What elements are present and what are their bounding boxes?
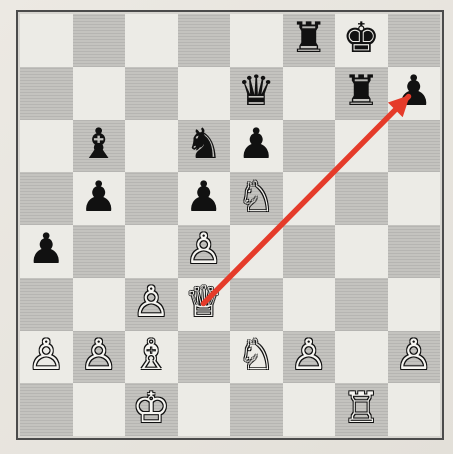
square-c3[interactable]: ♙ <box>125 278 178 331</box>
square-e8[interactable] <box>230 14 283 67</box>
chess-board: ♜ ♚ ♛ ♜ ♟ ♝ ♞ ♟ ♟ ♟ ♘ ♟ ♙ ♙ ♕ ♙ ♙ ♗ ♘ ♙ ♙ ♔ ♖ <box>20 14 440 436</box>
piece-b2[interactable]: ♙ <box>80 334 118 376</box>
square-a7[interactable] <box>20 67 73 120</box>
square-c7[interactable] <box>125 67 178 120</box>
square-c5[interactable] <box>125 172 178 225</box>
square-a6[interactable] <box>20 120 73 173</box>
piece-b5[interactable]: ♟ <box>80 176 118 218</box>
square-b4[interactable] <box>73 225 126 278</box>
square-g3[interactable] <box>335 278 388 331</box>
square-e5[interactable]: ♘ <box>230 172 283 225</box>
square-h7[interactable]: ♟ <box>388 67 441 120</box>
square-d8[interactable] <box>178 14 231 67</box>
square-d2[interactable] <box>178 331 231 384</box>
square-h8[interactable] <box>388 14 441 67</box>
square-e3[interactable] <box>230 278 283 331</box>
square-c2[interactable]: ♗ <box>125 331 178 384</box>
square-c1[interactable]: ♔ <box>125 383 178 436</box>
square-b7[interactable] <box>73 67 126 120</box>
square-b1[interactable] <box>73 383 126 436</box>
square-h2[interactable]: ♙ <box>388 331 441 384</box>
square-f2[interactable]: ♙ <box>283 331 336 384</box>
square-h1[interactable] <box>388 383 441 436</box>
square-d5[interactable]: ♟ <box>178 172 231 225</box>
square-g1[interactable]: ♖ <box>335 383 388 436</box>
piece-g1[interactable]: ♖ <box>342 387 380 429</box>
square-b6[interactable]: ♝ <box>73 120 126 173</box>
square-g7[interactable]: ♜ <box>335 67 388 120</box>
square-b8[interactable] <box>73 14 126 67</box>
piece-d5[interactable]: ♟ <box>185 176 223 218</box>
square-f5[interactable] <box>283 172 336 225</box>
piece-a2[interactable]: ♙ <box>27 334 65 376</box>
square-f7[interactable] <box>283 67 336 120</box>
square-c6[interactable] <box>125 120 178 173</box>
square-g2[interactable] <box>335 331 388 384</box>
square-a4[interactable]: ♟ <box>20 225 73 278</box>
piece-f2[interactable]: ♙ <box>290 334 328 376</box>
square-b5[interactable]: ♟ <box>73 172 126 225</box>
chess-board-frame: ♜ ♚ ♛ ♜ ♟ ♝ ♞ ♟ ♟ ♟ ♘ ♟ ♙ ♙ ♕ ♙ ♙ ♗ ♘ ♙ ♙ ♔ ♖ <box>16 10 444 440</box>
piece-d3[interactable]: ♕ <box>185 281 223 323</box>
piece-c3[interactable]: ♙ <box>132 281 170 323</box>
square-b3[interactable] <box>73 278 126 331</box>
square-a2[interactable]: ♙ <box>20 331 73 384</box>
square-a1[interactable] <box>20 383 73 436</box>
square-g5[interactable] <box>335 172 388 225</box>
square-a5[interactable] <box>20 172 73 225</box>
square-f8[interactable]: ♜ <box>283 14 336 67</box>
square-c4[interactable] <box>125 225 178 278</box>
piece-d4[interactable]: ♙ <box>185 228 223 270</box>
square-e2[interactable]: ♘ <box>230 331 283 384</box>
square-g6[interactable] <box>335 120 388 173</box>
piece-a4[interactable]: ♟ <box>27 228 65 270</box>
piece-h7[interactable]: ♟ <box>395 70 433 112</box>
square-h4[interactable] <box>388 225 441 278</box>
square-d3[interactable]: ♕ <box>178 278 231 331</box>
square-f4[interactable] <box>283 225 336 278</box>
piece-e2[interactable]: ♘ <box>237 334 275 376</box>
piece-c2[interactable]: ♗ <box>132 334 170 376</box>
square-f1[interactable] <box>283 383 336 436</box>
piece-e5[interactable]: ♘ <box>237 176 275 218</box>
square-d7[interactable] <box>178 67 231 120</box>
square-d1[interactable] <box>178 383 231 436</box>
square-h6[interactable] <box>388 120 441 173</box>
square-g4[interactable] <box>335 225 388 278</box>
square-h3[interactable] <box>388 278 441 331</box>
square-a3[interactable] <box>20 278 73 331</box>
piece-b6[interactable]: ♝ <box>80 123 118 165</box>
square-f6[interactable] <box>283 120 336 173</box>
square-f3[interactable] <box>283 278 336 331</box>
piece-e7[interactable]: ♛ <box>237 70 275 112</box>
piece-f8[interactable]: ♜ <box>290 17 328 59</box>
piece-c1[interactable]: ♔ <box>132 387 170 429</box>
square-e6[interactable]: ♟ <box>230 120 283 173</box>
piece-h2[interactable]: ♙ <box>395 334 433 376</box>
square-c8[interactable] <box>125 14 178 67</box>
piece-d6[interactable]: ♞ <box>185 123 223 165</box>
square-b2[interactable]: ♙ <box>73 331 126 384</box>
piece-e6[interactable]: ♟ <box>237 123 275 165</box>
square-h5[interactable] <box>388 172 441 225</box>
square-e4[interactable] <box>230 225 283 278</box>
square-d6[interactable]: ♞ <box>178 120 231 173</box>
piece-g7[interactable]: ♜ <box>342 70 380 112</box>
square-a8[interactable] <box>20 14 73 67</box>
square-g8[interactable]: ♚ <box>335 14 388 67</box>
square-d4[interactable]: ♙ <box>178 225 231 278</box>
square-e1[interactable] <box>230 383 283 436</box>
piece-g8[interactable]: ♚ <box>342 17 380 59</box>
square-e7[interactable]: ♛ <box>230 67 283 120</box>
